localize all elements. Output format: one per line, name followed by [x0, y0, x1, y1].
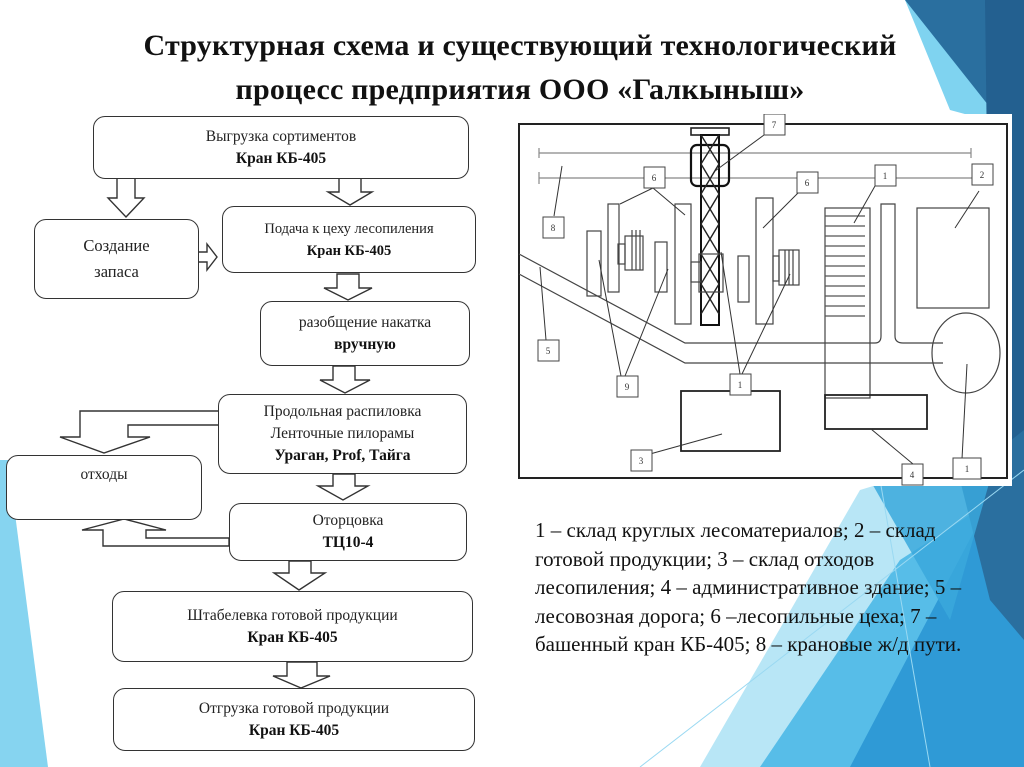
plan-tag-5 — [537, 339, 560, 362]
plan-tag-1 — [729, 373, 752, 396]
box-equipment: Кран КБ-405 — [306, 242, 392, 259]
site-plan: 7 6 6 1 2 8 5 9 1 3 4 1 — [513, 114, 1012, 486]
plan-tag-label: 6 — [652, 173, 657, 183]
arrow-down — [319, 365, 371, 394]
plan-tag-label: 3 — [639, 456, 644, 466]
plan-tag-label: 6 — [805, 178, 810, 188]
box-unloading: Выгрузка сортиментов Кран КБ-405 — [93, 116, 469, 179]
box-text: отходы — [80, 466, 128, 483]
flowchart-arrows — [59, 177, 375, 689]
box-trimming: Оторцовка ТЦ10-4 — [229, 503, 467, 561]
decor-line — [639, 469, 1024, 767]
box-text: Подача к цеху лесопиления — [264, 220, 434, 237]
plan-tag-6 — [643, 166, 666, 189]
arrow-down — [106, 177, 146, 219]
arrow-down — [323, 273, 373, 301]
plan-tag-label: 1 — [965, 464, 970, 474]
box-text: Отгрузка готовой продукции — [198, 699, 390, 717]
arrow-down — [315, 473, 371, 501]
box-equipment: вручную — [334, 335, 396, 353]
box-equipment: ТЦ10-4 — [322, 534, 374, 551]
sawmill-saw — [698, 253, 724, 293]
timber-road — [518, 203, 943, 344]
sawmill-block — [755, 197, 774, 325]
decor-shape-accent — [870, 480, 990, 620]
plan-tag-label: 9 — [625, 382, 630, 392]
finished-goods-warehouse — [916, 207, 990, 309]
roundabout — [931, 312, 1001, 394]
waste-storage — [680, 390, 781, 452]
title-line-1: Структурная схема и существующий техноло… — [143, 29, 897, 62]
crane-mast — [700, 134, 720, 326]
plan-tag-8 — [542, 216, 565, 239]
crane-cab — [689, 143, 731, 188]
box-stock: Создание запаса — [34, 219, 199, 299]
box-stacking: Штабелевка готовой продукции Кран КБ-405 — [112, 591, 473, 662]
plan-tag-label: 1 — [883, 171, 888, 181]
decor-shape-mid-bottom — [850, 500, 1024, 767]
plan-tag-6 — [796, 171, 819, 194]
log-storage — [824, 207, 871, 399]
box-text: Выгрузка сортиментов — [205, 127, 357, 145]
box-text: запаса — [94, 262, 139, 281]
plan-tag-1 — [874, 164, 897, 187]
arrow-down — [272, 661, 331, 689]
arrow-down — [271, 560, 328, 591]
arrow-waste-out — [81, 518, 230, 547]
box-equipment: Ураган, Prof, Тайга — [274, 447, 411, 464]
decor-shape-left-wedge — [0, 460, 48, 767]
plan-tag-4 — [901, 463, 924, 486]
title-line-2: процесс предприятия ООО «Галкыныш» — [235, 73, 805, 106]
admin-building — [824, 394, 928, 430]
box-shipping: Отгрузка готовой продукции Кран КБ-405 — [113, 688, 475, 751]
box-text: Продольная распиловка — [263, 403, 422, 420]
sawmill-block — [607, 203, 620, 293]
plan-tag-label: 5 — [546, 346, 551, 356]
sawmill-block — [674, 203, 692, 325]
box-feed: Подача к цеху лесопиления Кран КБ-405 — [222, 206, 476, 273]
plan-frame — [518, 123, 1008, 479]
box-text: Оторцовка — [312, 512, 384, 529]
plan-tag-2 — [971, 163, 994, 186]
plan-tag-3 — [630, 449, 653, 472]
box-sawing: Продольная распиловка Ленточные пилорамы… — [218, 394, 467, 474]
slide-title: Структурная схема и существующий техноло… — [60, 24, 980, 112]
box-equipment: Кран КБ-405 — [247, 628, 338, 646]
box-separation: разобщение накатка вручную — [260, 301, 470, 366]
plan-tag-label: 2 — [980, 170, 985, 180]
plan-tag-1 — [952, 457, 982, 480]
box-text: Ленточные пилорамы — [270, 425, 415, 442]
sawmill-block — [586, 230, 602, 297]
site-plan-legend: 1 – склад круглых лесоматериалов; 2 – ск… — [535, 518, 962, 656]
crane-top — [690, 127, 730, 136]
flowchart: Выгрузка сортиментов Кран КБ-405 Создани… — [6, 116, 476, 751]
arrow-down — [325, 177, 375, 206]
site-plan-drawing: 7 6 6 1 2 8 5 9 1 3 4 1 — [518, 114, 1008, 486]
arrow-waste-in — [59, 410, 221, 454]
box-equipment: Кран КБ-405 — [248, 721, 340, 739]
box-waste: отходы — [6, 455, 202, 520]
decor-line — [879, 479, 931, 767]
sawmill-saw — [624, 235, 644, 271]
plan-tag-label: 1 — [738, 380, 743, 390]
plan-tag-label: 7 — [772, 120, 777, 130]
box-text: разобщение накатка — [298, 313, 432, 331]
plan-tag-7 — [763, 114, 786, 136]
sawmill-block — [737, 255, 750, 303]
box-equipment: Кран КБ-405 — [235, 149, 327, 167]
plan-tag-label: 4 — [910, 470, 915, 480]
box-text: Штабелевка готовой продукции — [187, 606, 398, 624]
plan-tag-label: 8 — [551, 223, 556, 233]
plan-tag-9 — [616, 375, 639, 398]
sawmill-block — [654, 241, 668, 293]
box-text: Создание — [83, 236, 150, 255]
